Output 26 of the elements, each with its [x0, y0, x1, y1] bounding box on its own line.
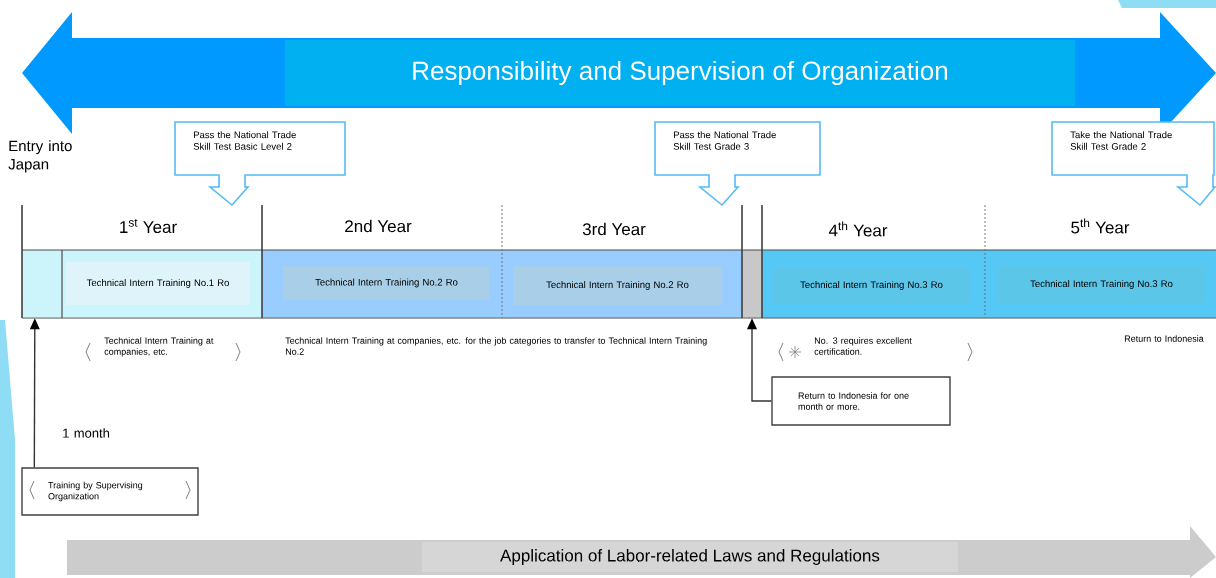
arrow-band: Application of Labor-related Laws and Regulations — [67, 526, 1216, 578]
callout-arrow-box: Pass the National Trade Skill Test Grade 3 — [654, 121, 821, 207]
year-heading: 5$^{th}$ Year — [1071, 218, 1130, 234]
year-heading: 2nd Year — [345, 219, 412, 233]
training-box: Technical Intern Training No.2 Ro — [283, 266, 490, 300]
arrow — [747, 318, 772, 402]
training-box: Technical Intern Training No.2 Ro — [513, 266, 722, 305]
timeline-label: Entry into Japan — [8, 140, 72, 173]
note-text: Technical Intern Training at companies, etc. — [104, 337, 214, 357]
training-box: Technical Intern Training No.1 Ro — [66, 262, 250, 305]
timeline-cell — [22, 250, 62, 318]
node-label: Take the National Trade Skill Test Grade 2 — [1070, 131, 1172, 150]
arrow — [29, 318, 40, 468]
training-box: Technical Intern Training No.3 Ro — [773, 268, 970, 303]
note-text: No. 3 requires excellent certification. — [814, 337, 912, 355]
year-heading: 4$^{th}$ Year — [828, 221, 888, 237]
note-text: Return to Indonesia — [1124, 335, 1204, 342]
callout-arrow-box: Take the National Trade Skill Test Grade 2 — [1051, 121, 1216, 207]
callout-arrow-box: Pass the National Trade Skill Test Basic Level 2 — [174, 121, 346, 207]
note-box: Return to Indonesia for one month or more. — [771, 376, 951, 426]
year-heading: 1$^{st}$ Year — [120, 218, 177, 234]
note-box: Training by Supervising Organization — [21, 467, 199, 516]
note-text: Technical Intern Training at companies, etc. for the job categories to transfer to Technical Intern Training No.2 — [285, 337, 707, 355]
training-box: Technical Intern Training No.3 Ro — [998, 266, 1205, 303]
duration-label: 1 month — [63, 428, 110, 438]
year-heading: 3rd Year — [582, 222, 646, 236]
